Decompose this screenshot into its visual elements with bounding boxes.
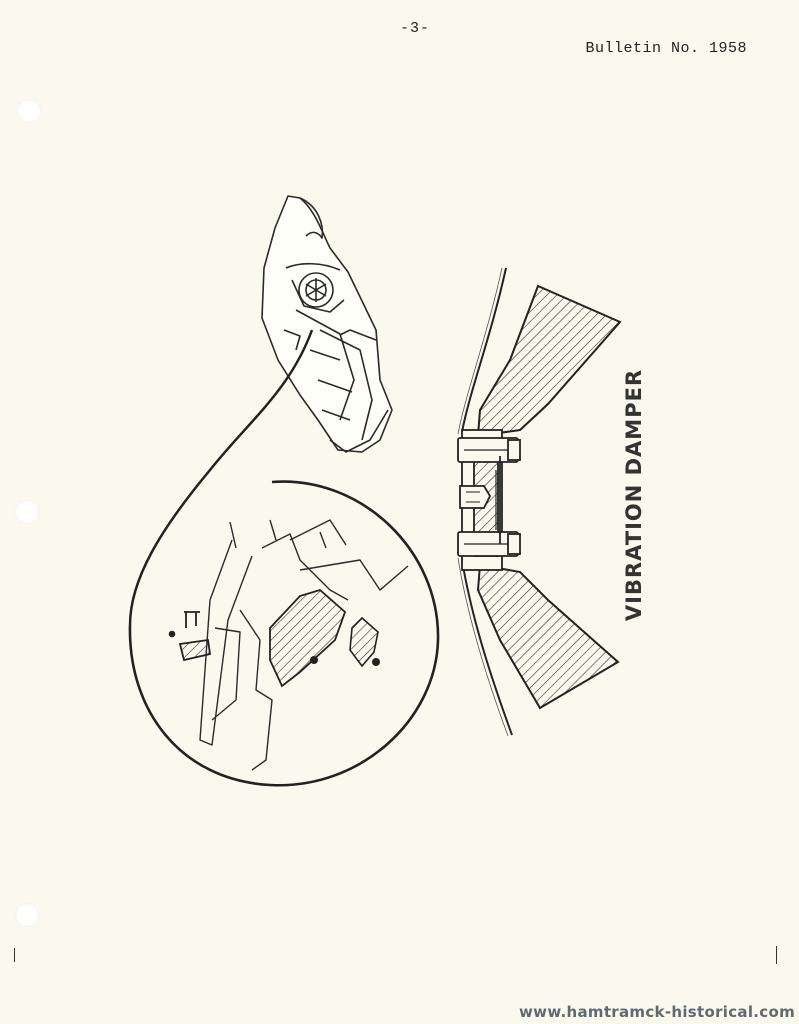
- bulletin-number: Bulletin No. 1958: [585, 40, 747, 57]
- punch-hole-bottom: [15, 903, 39, 927]
- car-body-sketch: [261, 195, 393, 453]
- margin-mark-right: [776, 946, 777, 964]
- lower-damper-wedge: [476, 563, 620, 710]
- small-clip: [349, 616, 379, 668]
- detail-circle: [128, 480, 440, 787]
- punch-hole-top: [17, 99, 41, 123]
- margin-mark-left: [14, 948, 15, 962]
- stud-parts: [168, 611, 212, 662]
- watermark: www.hamtramck-historical.com: [519, 1003, 795, 1021]
- upper-damper-wedge: [476, 284, 622, 438]
- detail-bracket-sketch: [199, 519, 409, 771]
- mounting-assembly: [457, 429, 521, 571]
- panel-line: [461, 267, 513, 736]
- figure-title: VIBRATION DAMPER: [622, 368, 646, 622]
- leader-line: [128, 329, 314, 626]
- punch-hole-middle: [15, 500, 39, 524]
- page-number: -3-: [400, 20, 431, 37]
- damper-block: [269, 588, 347, 688]
